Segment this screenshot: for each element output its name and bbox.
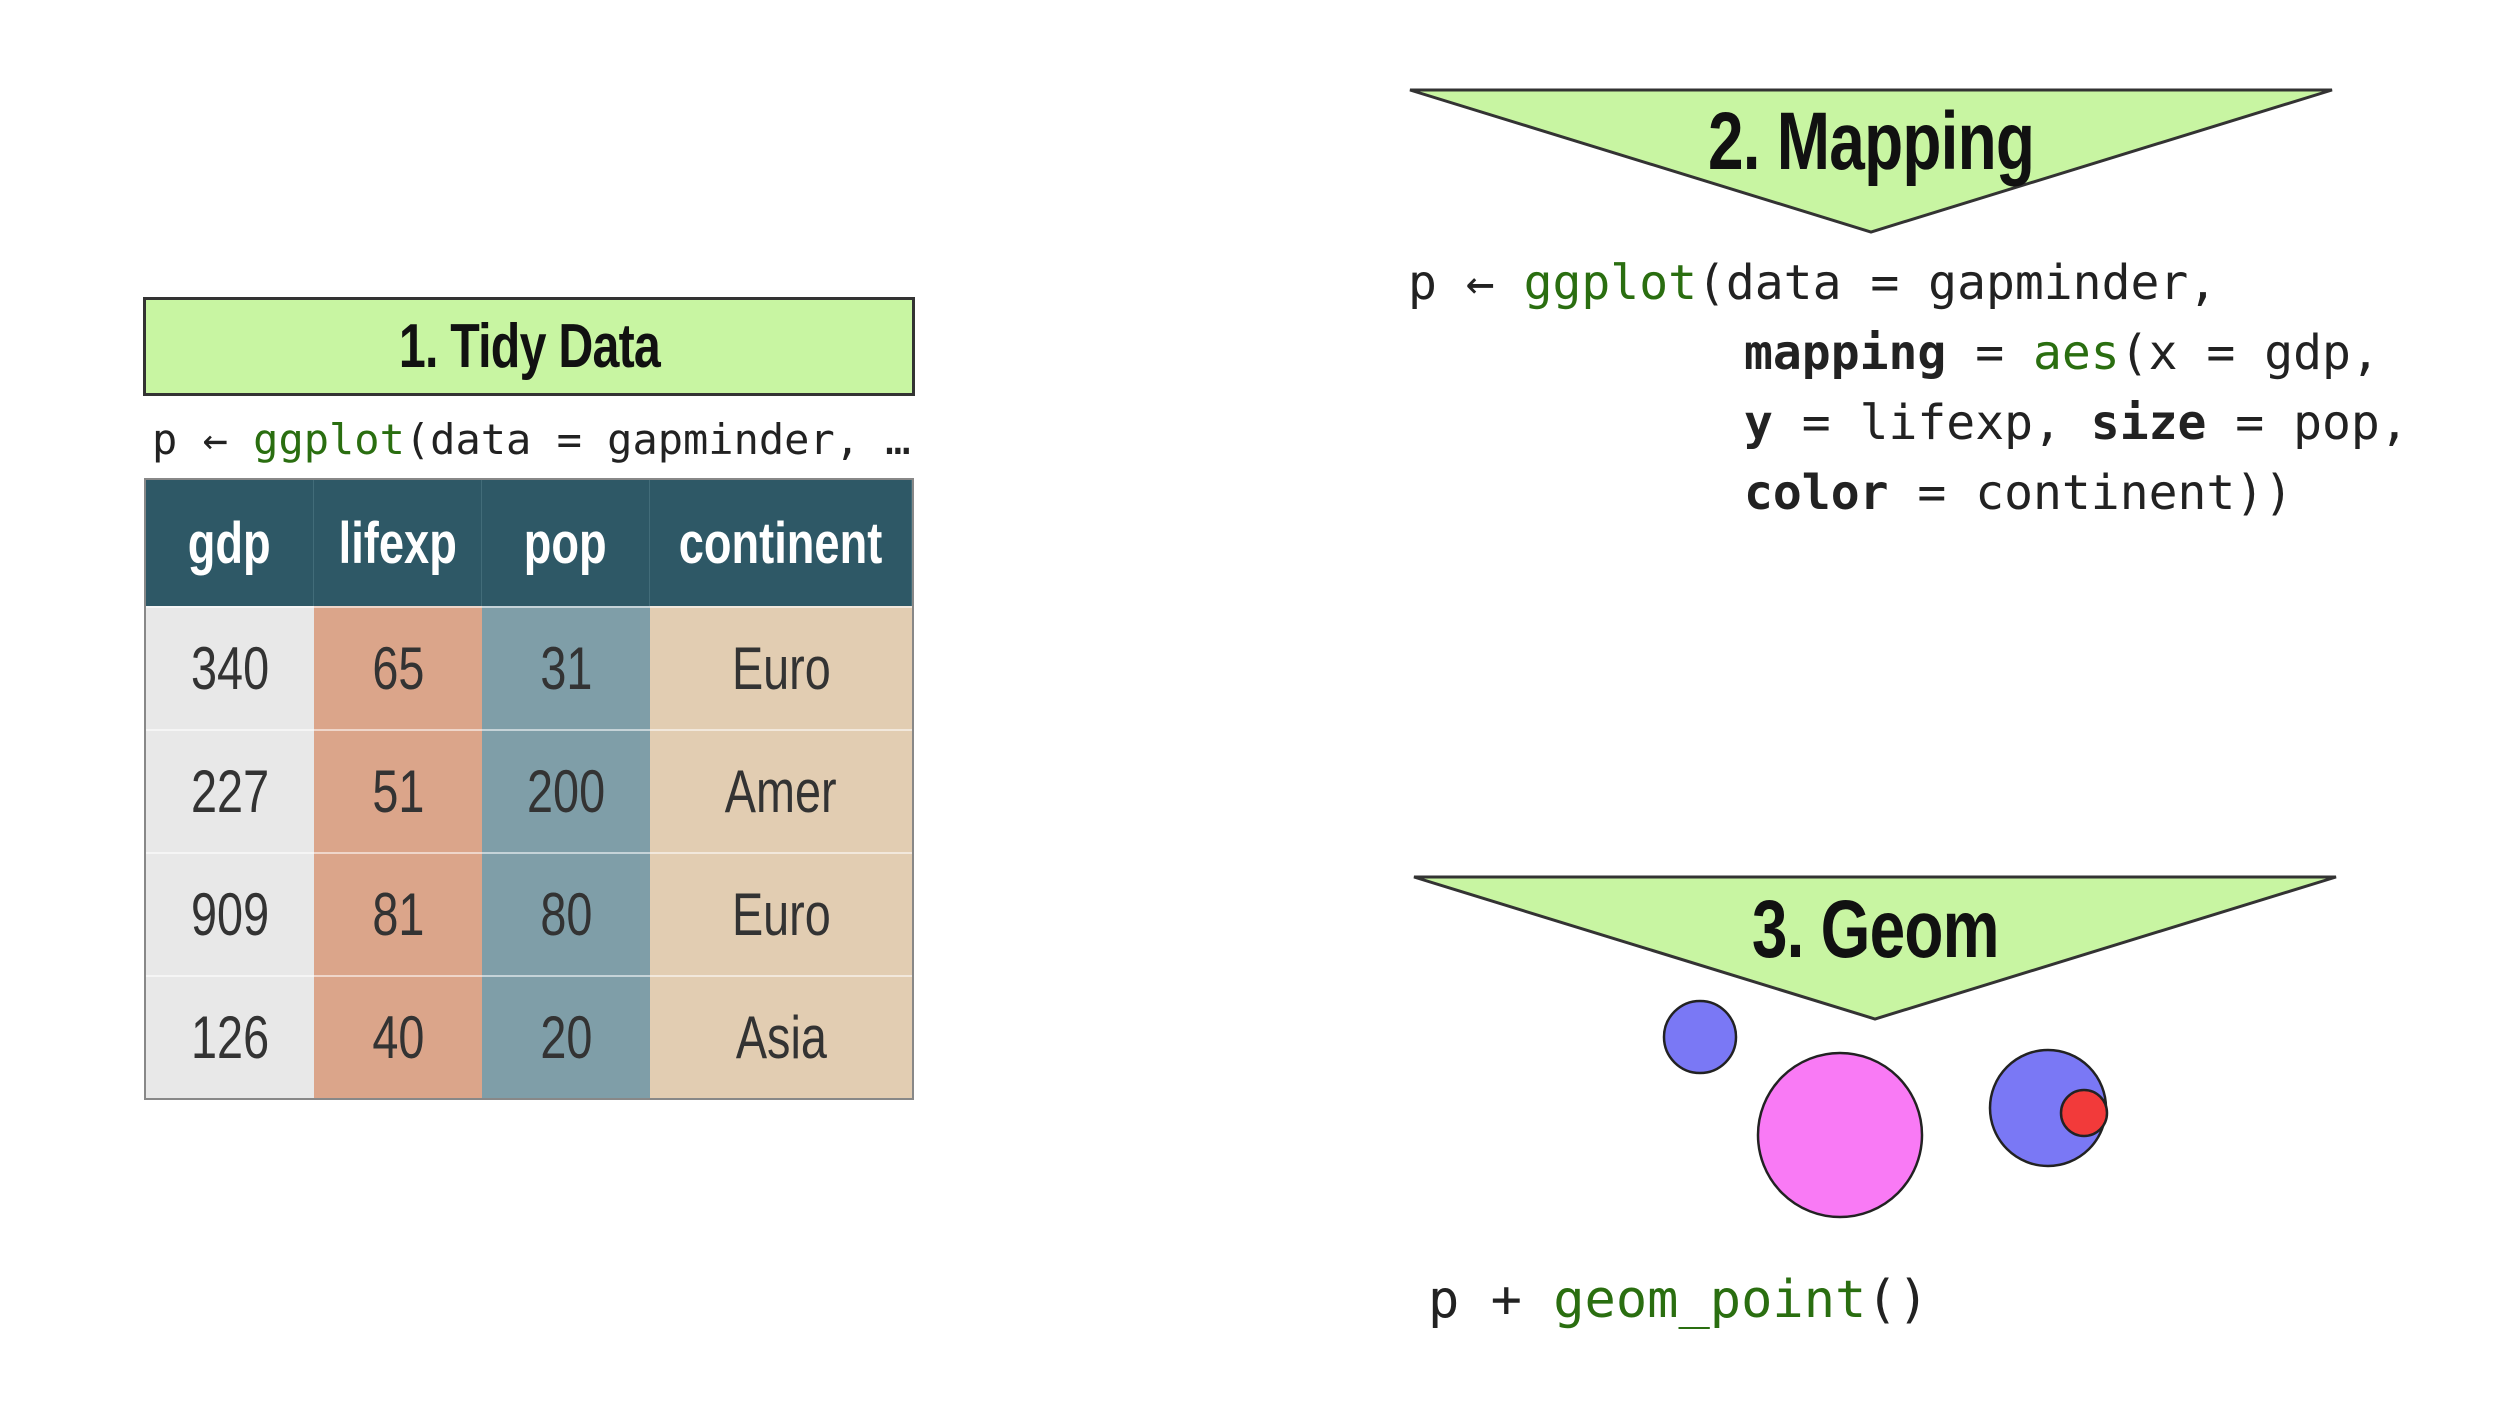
table-cell: 51	[314, 729, 482, 852]
table-cell: 126	[146, 975, 314, 1098]
mapping-code-line-4: color = continent))	[1744, 458, 2293, 528]
mapping-title: 2. Mapping	[1707, 96, 2035, 187]
table-cell: Euro	[650, 606, 912, 729]
geom-points-illustration	[1662, 999, 2109, 1219]
mapping-code-line-2: mapping = aes(x = gdp,	[1744, 318, 2380, 388]
table-cell: 81	[314, 852, 482, 975]
table-cell: 20	[482, 975, 650, 1098]
code-text: =	[1946, 325, 2033, 381]
tidy-data-banner: 1. Tidy Data	[143, 297, 915, 396]
gapminder-table: gdp lifexp pop continent 340 65 31 Euro …	[144, 478, 914, 1100]
mapping-code-line-3: y = lifexp, size = pop,	[1744, 388, 2409, 458]
code-text: (data = gapminder, …	[404, 415, 911, 464]
geom-code: p + geom_point()	[1428, 1265, 1929, 1335]
table-cell: 227	[146, 729, 314, 852]
code-text: = pop,	[2206, 395, 2409, 451]
code-keyword: mapping	[1744, 325, 1947, 381]
geom-banner: 3. Geom	[1412, 880, 2338, 980]
table-cell: 31	[482, 606, 650, 729]
point-pink-large	[1756, 1051, 1924, 1219]
code-function: geom_point	[1553, 1270, 1867, 1330]
column-header-gdp: gdp	[146, 480, 314, 606]
mapping-code-line-1: p ← ggplot(data = gapminder,	[1408, 248, 2217, 318]
code-text: ()	[1866, 1270, 1929, 1330]
code-text: (data = gapminder,	[1696, 255, 2218, 311]
column-header-continent: continent	[650, 480, 912, 606]
code-keyword: color	[1744, 465, 1889, 521]
tidy-data-title: 1. Tidy Data	[398, 312, 660, 381]
point-blue-small	[1662, 999, 1738, 1075]
column-header-pop: pop	[482, 480, 650, 606]
mapping-banner-triangle	[1409, 88, 2333, 234]
table-cell: 909	[146, 852, 314, 975]
table-cell: 65	[314, 606, 482, 729]
point-red-small	[2059, 1088, 2109, 1138]
table-cell: 40	[314, 975, 482, 1098]
code-text: = lifexp,	[1772, 395, 2091, 451]
table-cell: 80	[482, 852, 650, 975]
code-text: p ←	[1408, 255, 1524, 311]
geom-banner-triangle	[1413, 875, 2337, 1021]
table-cell: 340	[146, 606, 314, 729]
table-cell: 200	[482, 729, 650, 852]
code-function: ggplot	[1523, 255, 1697, 311]
code-function: ggplot	[253, 415, 405, 464]
tidy-data-code: p ← ggplot(data = gapminder, …	[152, 410, 911, 470]
code-keyword: size	[2090, 395, 2207, 451]
code-function: aes	[2033, 325, 2120, 381]
code-text: p +	[1428, 1270, 1554, 1330]
table-cell: Amer	[650, 729, 912, 852]
mapping-banner: 2. Mapping	[1408, 92, 2334, 192]
code-keyword: y	[1744, 395, 1773, 451]
column-header-lifexp: lifexp	[314, 480, 482, 606]
table-cell: Asia	[650, 975, 912, 1098]
table-cell: Euro	[650, 852, 912, 975]
code-text: (x = gdp,	[2119, 325, 2380, 381]
geom-title: 3. Geom	[1751, 884, 2000, 975]
code-text: p ←	[152, 415, 254, 464]
code-text: = continent))	[1888, 465, 2294, 521]
